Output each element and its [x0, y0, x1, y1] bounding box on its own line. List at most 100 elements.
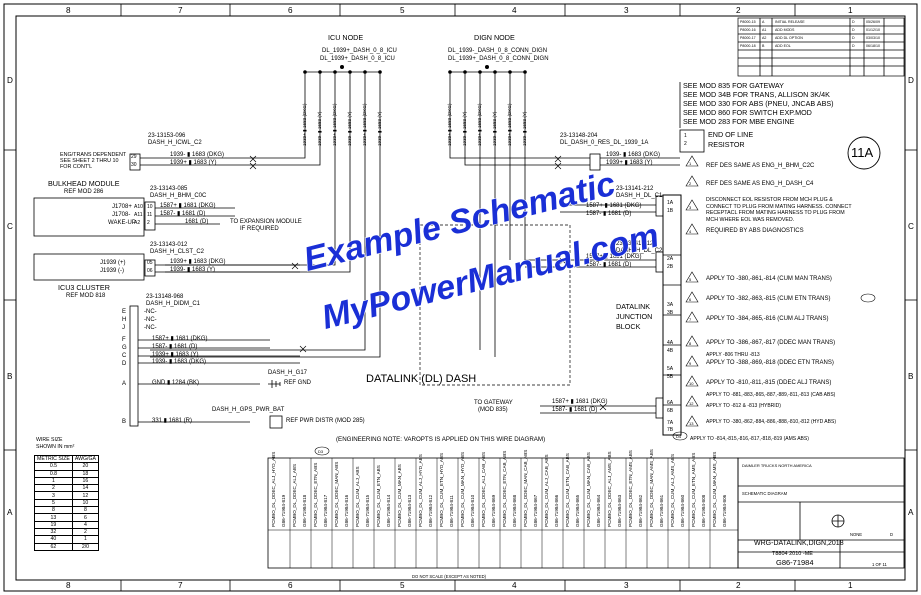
dign-wire-label: 1939+ ▮ 1683 (DKG) — [507, 103, 512, 147]
varopt-part-number: G86-71984-866 — [554, 494, 559, 527]
conn3-pin: 05 — [147, 260, 153, 266]
varopt-column-label: PCMBO_DL_CUM_MAN_HYD_ABS — [460, 451, 465, 527]
bulkhead-pin: J1708+ — [112, 204, 132, 210]
wire-size-header: AWG/GA — [71, 454, 100, 464]
varopt-part-number: G86-71984-861 — [659, 494, 664, 527]
note-number: 10 — [689, 381, 694, 386]
varopt-part-number: G86-71984-863 — [617, 494, 622, 527]
cluster-pin: J1939 (-) — [100, 268, 125, 274]
title-scale: NONE — [850, 532, 863, 537]
varopt-part-number: G86-71984-869 — [491, 494, 496, 527]
varopt-part-number: G86-71984-864 — [596, 494, 601, 527]
varopt-column-label: PCMBO_DL_DDEC_ETN_CAB_ABS — [502, 450, 507, 527]
conn2-pin: A10 — [134, 204, 143, 210]
conn2-pin: A11 — [134, 212, 143, 218]
gateway-note: TO GATEWAY — [474, 400, 513, 406]
cluster-ref: REF MOD 818 — [66, 293, 106, 299]
dign-node-line2: DL_1939+_DASH_0_8_CONN_DIGN — [448, 56, 549, 62]
conn4-wire: GND ▮ 1284 (BK) — [152, 380, 199, 386]
note-text: DISCONNECT EOL RESISTOR FROM MCH PLUG & … — [706, 197, 852, 223]
eol-label-1: END OF LINE — [708, 130, 754, 139]
title-company: DAIMLER TRUCKS NORTH AMERICA — [742, 463, 812, 468]
varopt-part-number: G86-71984-865 — [575, 494, 580, 527]
wire-size-cell: 14 — [71, 484, 100, 493]
col-label-7: 7 — [178, 6, 183, 15]
wire-size-subtitle: SHOWN IN mm² — [36, 444, 75, 450]
right-conn3-wire: 1587+ ▮ 1681 (DKG) — [586, 254, 642, 260]
eol-label-2: RESISTOR — [708, 140, 745, 149]
jb-pin: 6A — [667, 400, 674, 406]
title-main: WRG-DATALINK,DIGN,2018 — [754, 540, 844, 547]
varopt-part-number: G86-71984-819 — [281, 494, 286, 527]
col-label-2-bottom: 2 — [736, 581, 741, 590]
varopt-column-label: PCMBO_DL_DDEC_MAN_CAB_ABS — [523, 449, 528, 527]
varopt-column-label: PCMBO_DL_CUM_MAN_CAB_ABS — [586, 452, 591, 527]
conn3-wire: 1939+ ▮ 1683 (DKG) — [170, 259, 226, 265]
varopt-column-label: PCMBO_DL_CUM_ETN_CAB_ABS — [565, 453, 570, 527]
varopt-column-label: PCMBO_DL_DDEC_ETN_ABS — [313, 462, 318, 527]
conn4-pin: H — [122, 317, 127, 323]
note-text: APPLY TO -881,-883,-865,-887,-889,-811,-… — [706, 392, 836, 398]
wire-size-cell: 12 — [71, 491, 100, 500]
ground-label: DASH_H_G17 — [268, 370, 308, 376]
row-label-b: B — [7, 372, 13, 381]
revision-cell: A — [762, 20, 765, 24]
note-number: 8 — [689, 341, 692, 346]
note-number: 1 — [689, 161, 692, 166]
cluster-pin: J1939 (+) — [100, 260, 126, 266]
icu-wire-label: 1939+ ▮ 1683 (DKG) — [362, 103, 367, 147]
note-number: 9 — [689, 361, 692, 366]
col-label-4: 4 — [512, 6, 517, 15]
bulkhead-pin: WAKE-UP — [108, 220, 136, 226]
bulkhead-ref: REF MOD 286 — [64, 189, 104, 195]
title-size: D — [890, 532, 894, 537]
right-conn2-wire: 1587+ ▮ 1681 (DKG) — [586, 203, 642, 209]
icu-node-line2: DL_1939+_DASH_0_8_ICU — [320, 56, 395, 62]
revision-cell: D — [852, 28, 855, 32]
wire-size-cell: 4 — [71, 520, 100, 529]
conn1-pin: 29 — [131, 154, 137, 160]
conn1-wire: 1939+ ▮ 1683 (Y) — [170, 160, 217, 166]
wire-size-cell: 20 — [71, 462, 100, 471]
right-conn2-name: DASH_H_DL_C1 — [616, 193, 663, 199]
wire-size-cell: 16 — [71, 476, 100, 486]
wire-size-cell: 6 — [71, 513, 100, 522]
varopt-column-label: PCMBO_DL_CUM_ALJ_ABS — [355, 466, 360, 527]
note-text: APPLY TO -384,-865,-816 (CUM ALJ TRANS) — [706, 316, 829, 322]
wire-size-cell: 19 — [34, 520, 73, 529]
col-label-6-bottom: 6 — [288, 581, 293, 590]
icu-wire-label: 1939- ▮ 1683 (Y) — [317, 111, 322, 146]
conn2-pin-b: 11 — [147, 212, 153, 218]
wire-size-title: WIRE SIZE — [36, 437, 63, 443]
col-label-8: 8 — [66, 6, 71, 15]
right-conn2-wire: 1587- ▮ 1681 (D) — [586, 211, 632, 217]
engtrans-label: ENG/TRANS DEPENDENT — [60, 152, 127, 158]
engtrans-label: FOR CONT'L — [60, 164, 93, 170]
col-label-3: 3 — [624, 6, 629, 15]
right-conn3-ref: 23-13141-212 — [616, 241, 654, 247]
revision-cell: P8000-18 — [740, 44, 756, 48]
varopt-part-number: G86-71984-818 — [302, 494, 307, 527]
revision-cell: ADD MODS — [775, 28, 795, 32]
conn4-wire: 1587+ ▮ 1681 (DKG) — [152, 336, 208, 342]
note-text: APPLY TO -382,-863,-815 (CUM ETN TRANS) — [706, 296, 831, 302]
varopt-part-number: G86-71984-812 — [428, 494, 433, 527]
row-label-b-right: B — [908, 372, 914, 381]
revision-cell: P8000-15 — [740, 20, 756, 24]
right-conn3-name: DASH_H_DL_C2 — [616, 248, 663, 254]
revision-cell: D — [852, 36, 855, 40]
conn4-wire: 331 ▮ 1681 (R) — [152, 418, 192, 424]
conn2-pin-b: 10 — [147, 204, 153, 210]
note-number: 12 — [689, 401, 694, 406]
jb-pin: 2A — [667, 256, 674, 262]
title-sheet: 1 OF 11 — [872, 562, 887, 567]
revision-cell: 01/12/10 — [866, 28, 880, 32]
expansion-note: IF REQUIRED — [240, 226, 279, 232]
title-doc-number: G86-71984 — [776, 558, 814, 567]
